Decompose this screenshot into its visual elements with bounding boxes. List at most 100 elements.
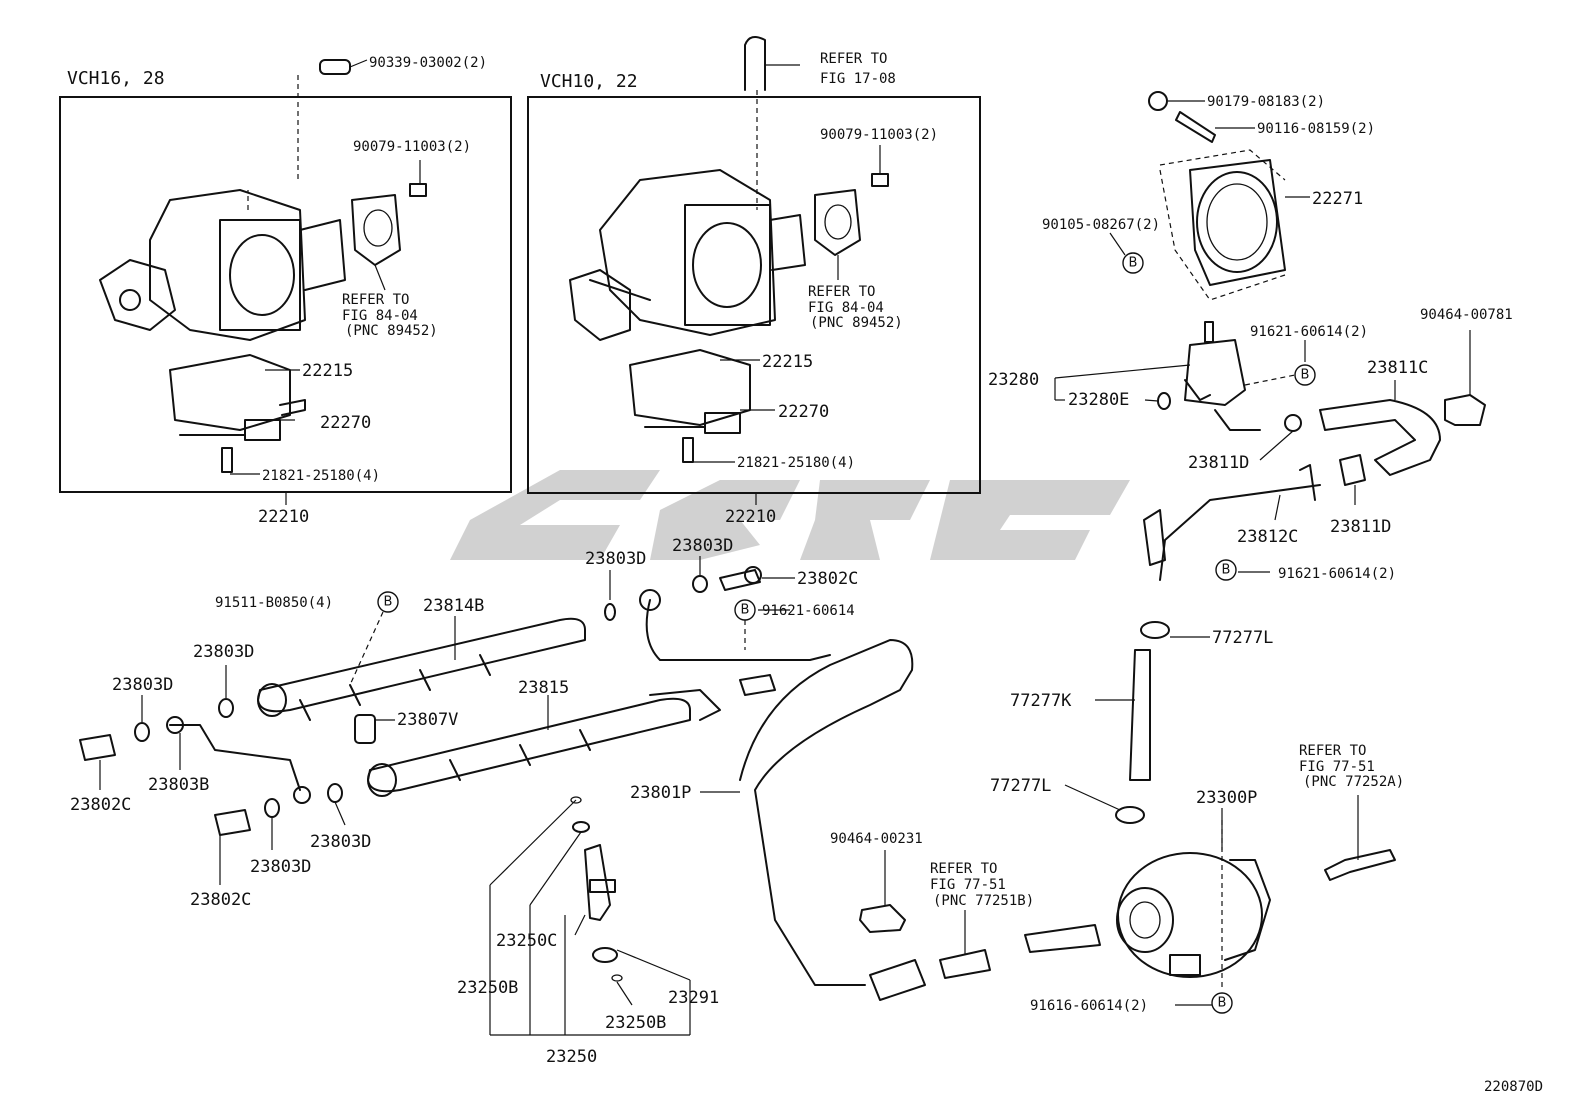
- label-23280e: 23280E: [1068, 390, 1129, 410]
- fuel-pipe-center: [639, 589, 831, 696]
- label-21821-right: 21821-25180(4): [737, 455, 855, 471]
- fuel-pump: [1116, 852, 1271, 978]
- svg-text:B: B: [1218, 996, 1227, 1011]
- label-22215-left: 22215: [302, 361, 353, 381]
- label-refer-mid-3: (PNC 77251B): [933, 893, 1034, 909]
- throttle-body-left: [99, 189, 346, 341]
- label-refer-mid-2: FIG 77-51: [930, 877, 1006, 893]
- label-91616: 91616-60614(2): [1030, 998, 1148, 1014]
- label-21821-left: 21821-25180(4): [262, 468, 380, 484]
- label-90079-right: 90079-11003(2): [820, 127, 938, 143]
- label-22270-right: 22270: [778, 402, 829, 422]
- label-refer-rr-3: (PNC 77252A): [1303, 774, 1404, 790]
- label-23291: 23291: [668, 988, 719, 1008]
- label-23814b: 23814B: [423, 596, 484, 616]
- label-refer-rr-2: FIG 77-51: [1299, 759, 1375, 775]
- label-22215-right: 22215: [762, 352, 813, 372]
- right-group-frame: [527, 96, 981, 494]
- label-23280: 23280: [988, 370, 1039, 390]
- gasket-23803d-l1: [218, 698, 234, 718]
- label-refer-right-1: REFER TO: [808, 284, 875, 300]
- label-refer-top-1: REFER TO: [820, 51, 887, 67]
- label-23803d-l1: 23803D: [193, 642, 254, 662]
- gasket-right: [814, 189, 861, 256]
- union-bolt-23802c-b: [214, 809, 251, 836]
- gasket-23803d-l4: [264, 798, 280, 818]
- damper-23807v: [354, 714, 376, 744]
- label-23801p: 23801P: [630, 783, 691, 803]
- label-91511: 91511-B0850(4): [215, 595, 333, 611]
- label-23803d-top-2: 23803D: [672, 536, 733, 556]
- oring-23250c: [572, 821, 590, 833]
- svg-text:B: B: [384, 595, 393, 610]
- label-refer-left-2: FIG 84-04: [342, 308, 418, 324]
- label-22271: 22271: [1312, 189, 1363, 209]
- label-77277l-a: 77277L: [1212, 628, 1273, 648]
- small-bolt-left: [409, 183, 427, 197]
- label-91621-b: 91621-60614(2): [1278, 566, 1396, 582]
- badge-b-91616: B: [1211, 992, 1233, 1014]
- svg-text:B: B: [1222, 563, 1231, 578]
- badge-b-90105: B: [1122, 252, 1144, 274]
- model-label-right: VCH10, 22: [540, 71, 638, 92]
- label-90116: 90116-08159(2): [1257, 121, 1375, 137]
- label-90464-a: 90464-00781: [1420, 307, 1513, 323]
- cushion-90464-b: [859, 904, 906, 933]
- diagram-id: 220870D: [1484, 1079, 1543, 1095]
- iac-valve-left: [169, 354, 306, 441]
- stud-90116: [1175, 111, 1216, 143]
- label-90105: 90105-08267(2): [1042, 217, 1160, 233]
- oring-23250b-top: [570, 796, 582, 804]
- svg-text:B: B: [1129, 256, 1138, 271]
- cushion-90464-a: [1444, 394, 1486, 426]
- label-23802c-l1: 23802C: [70, 795, 131, 815]
- fitting-77252a: [1324, 849, 1396, 881]
- label-77277k: 77277K: [1010, 691, 1072, 711]
- gasket-23803d-l2: [134, 722, 150, 742]
- gasket-23803d-top-a: [604, 603, 616, 621]
- label-91621-a: 91621-60614(2): [1250, 324, 1368, 340]
- clip-23811d-b: [1339, 454, 1366, 486]
- label-23300p: 23300P: [1196, 788, 1257, 808]
- label-23802c-top: 23802C: [797, 569, 858, 589]
- label-23802c-l2: 23802C: [190, 890, 251, 910]
- assembly-number-left: 22210: [258, 507, 309, 527]
- label-77277l-b: 77277L: [990, 776, 1051, 796]
- label-90464-b: 90464-00231: [830, 831, 923, 847]
- assembly-number-right: 22210: [725, 507, 776, 527]
- label-90179: 90179-08183(2): [1207, 94, 1325, 110]
- left-group-frame: [59, 96, 512, 493]
- small-bolt-right: [871, 173, 889, 187]
- badge-b-91621-a: B: [1294, 364, 1316, 386]
- pipe-23803b: [166, 716, 311, 804]
- model-label-left: VCH16, 28: [67, 68, 165, 89]
- gasket-left: [351, 194, 401, 266]
- hose-23811c: [1319, 399, 1441, 476]
- fuel-rail-23815: [367, 689, 721, 797]
- label-22270-left: 22270: [320, 413, 371, 433]
- clamp-77277l-top: [1140, 621, 1170, 639]
- badge-b-91621-b: B: [1215, 559, 1237, 581]
- hose-fitting-top-left: [319, 59, 351, 75]
- union-bolt-23802c-top: [719, 566, 762, 591]
- fitting-77251b: [939, 924, 1101, 979]
- watermark-logo: [450, 470, 1130, 560]
- fuel-hose-23801p: [739, 639, 926, 1001]
- gasket-23803d-top-b: [692, 575, 708, 593]
- label-refer-top-2: FIG 17-08: [820, 71, 896, 87]
- bolt-left: [221, 447, 233, 473]
- hose-77277k: [1129, 649, 1151, 781]
- vacuum-hose-top: [744, 35, 766, 91]
- label-23803d-top-1: 23803D: [585, 549, 646, 569]
- nut-90179: [1148, 91, 1168, 111]
- label-90339: 90339-03002(2): [369, 55, 487, 71]
- gasket-23803d-l3: [327, 783, 343, 803]
- label-91621-c: 91621-60614: [762, 603, 855, 619]
- leader-lines: [99, 59, 1471, 1036]
- label-90079-left: 90079-11003(2): [353, 139, 471, 155]
- gasket-22271: [1189, 159, 1286, 286]
- label-23803d-l2: 23803D: [112, 675, 173, 695]
- svg-text:B: B: [1301, 368, 1310, 383]
- grommet-23291: [592, 947, 618, 963]
